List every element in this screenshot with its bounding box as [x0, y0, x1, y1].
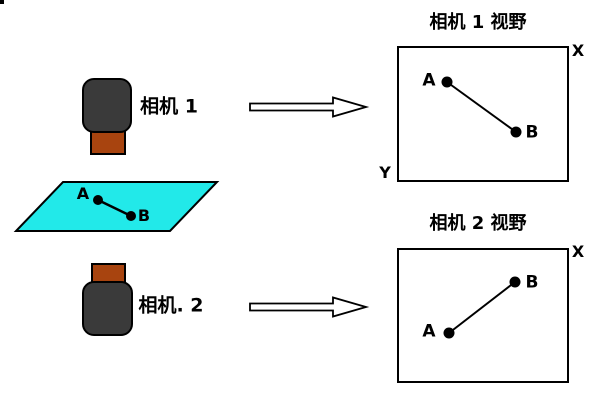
view2-frame	[397, 248, 569, 383]
plane-segment-ab	[97, 198, 132, 218]
camera-1-body-icon	[82, 78, 132, 133]
view1-y-axis-label: Y	[379, 163, 391, 182]
view2-title: 相机 2 视野	[429, 213, 527, 234]
view1-point-a-label: A	[422, 70, 436, 91]
view1-point-a-dot	[441, 76, 453, 88]
corner-mark	[0, 0, 4, 4]
view1-frame	[397, 46, 569, 182]
view1-point-b-label: B	[525, 122, 539, 143]
arrow-right-icon	[249, 296, 370, 318]
camera-2-label: 相机. 2	[138, 294, 204, 317]
camera-1-label: 相机 1	[140, 95, 198, 118]
view2-x-axis-label: X	[571, 242, 585, 261]
object-plane	[13, 181, 220, 232]
view1-segment-ab	[446, 81, 517, 133]
view2-point-b-label: B	[525, 272, 539, 293]
view2-point-a-dot	[443, 327, 455, 339]
view1-title: 相机 1 视野	[429, 12, 527, 33]
view2-segment-ab	[448, 281, 516, 334]
view2-point-a-label: A	[422, 321, 436, 342]
plane-point-a-dot	[93, 195, 103, 205]
camera-1-lens-icon	[90, 130, 126, 155]
plane-point-a-label: A	[76, 184, 90, 203]
plane-point-b-label: B	[137, 206, 151, 225]
arrow-right-icon	[249, 96, 370, 118]
view1-point-b-dot	[510, 126, 522, 138]
view2-point-b-dot	[509, 276, 521, 288]
camera-2-body-icon	[82, 281, 133, 336]
plane-point-b-dot	[126, 211, 136, 221]
view1-x-axis-label: X	[571, 41, 585, 60]
